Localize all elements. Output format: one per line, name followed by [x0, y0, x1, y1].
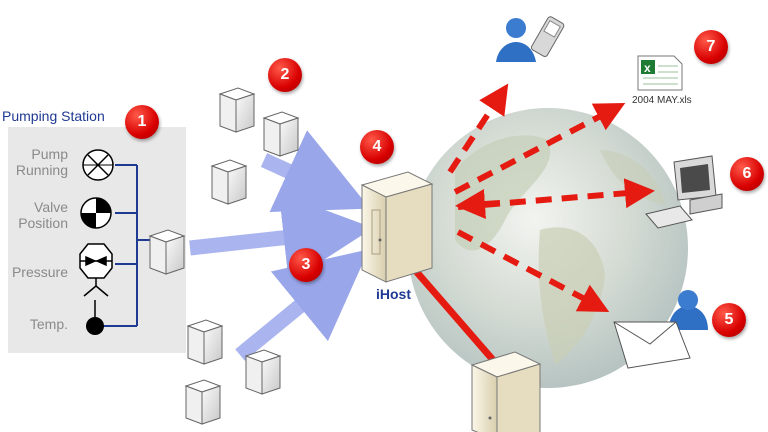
rtu-device-3 — [262, 111, 300, 157]
file-label: 2004 MAY.xls — [632, 95, 692, 106]
rtu-device-4 — [210, 159, 248, 205]
svg-text:x: x — [644, 61, 651, 75]
rtu-device-6 — [244, 349, 282, 395]
temp-label: Temp. — [29, 316, 68, 332]
pump-label: Pump Running — [15, 146, 68, 178]
mobile-user-icon — [496, 16, 565, 62]
rtu-device-5 — [186, 319, 224, 365]
badge-5: 5 — [712, 303, 746, 337]
rtu-device-2 — [218, 87, 256, 133]
backup-server — [470, 351, 542, 432]
excel-file-icon: x — [637, 55, 683, 91]
station-title: Pumping Station — [2, 108, 105, 124]
feed-arrows — [189, 130, 374, 361]
rtu-device-7 — [184, 379, 222, 425]
pressure-symbol — [79, 243, 113, 297]
main-server — [360, 171, 434, 283]
valve-label: Valve Position — [18, 199, 68, 231]
station-wiring — [103, 164, 150, 327]
temperature-symbol — [86, 300, 104, 335]
computer-icon — [645, 155, 723, 229]
server-link — [405, 259, 503, 371]
badge-1: 1 — [125, 105, 159, 139]
rtu-device-1 — [148, 229, 186, 275]
back-arrow — [455, 189, 501, 219]
badge-4: 4 — [360, 130, 394, 164]
badge-2: 2 — [268, 58, 302, 92]
pump-symbol — [82, 149, 114, 181]
email-user-icon — [613, 290, 708, 369]
badge-7: 7 — [694, 30, 728, 64]
pressure-label: Pressure — [11, 264, 68, 280]
badge-6: 6 — [730, 157, 764, 191]
valve-symbol — [80, 197, 112, 229]
server-label: iHost — [376, 286, 411, 302]
badge-3: 3 — [289, 248, 323, 282]
